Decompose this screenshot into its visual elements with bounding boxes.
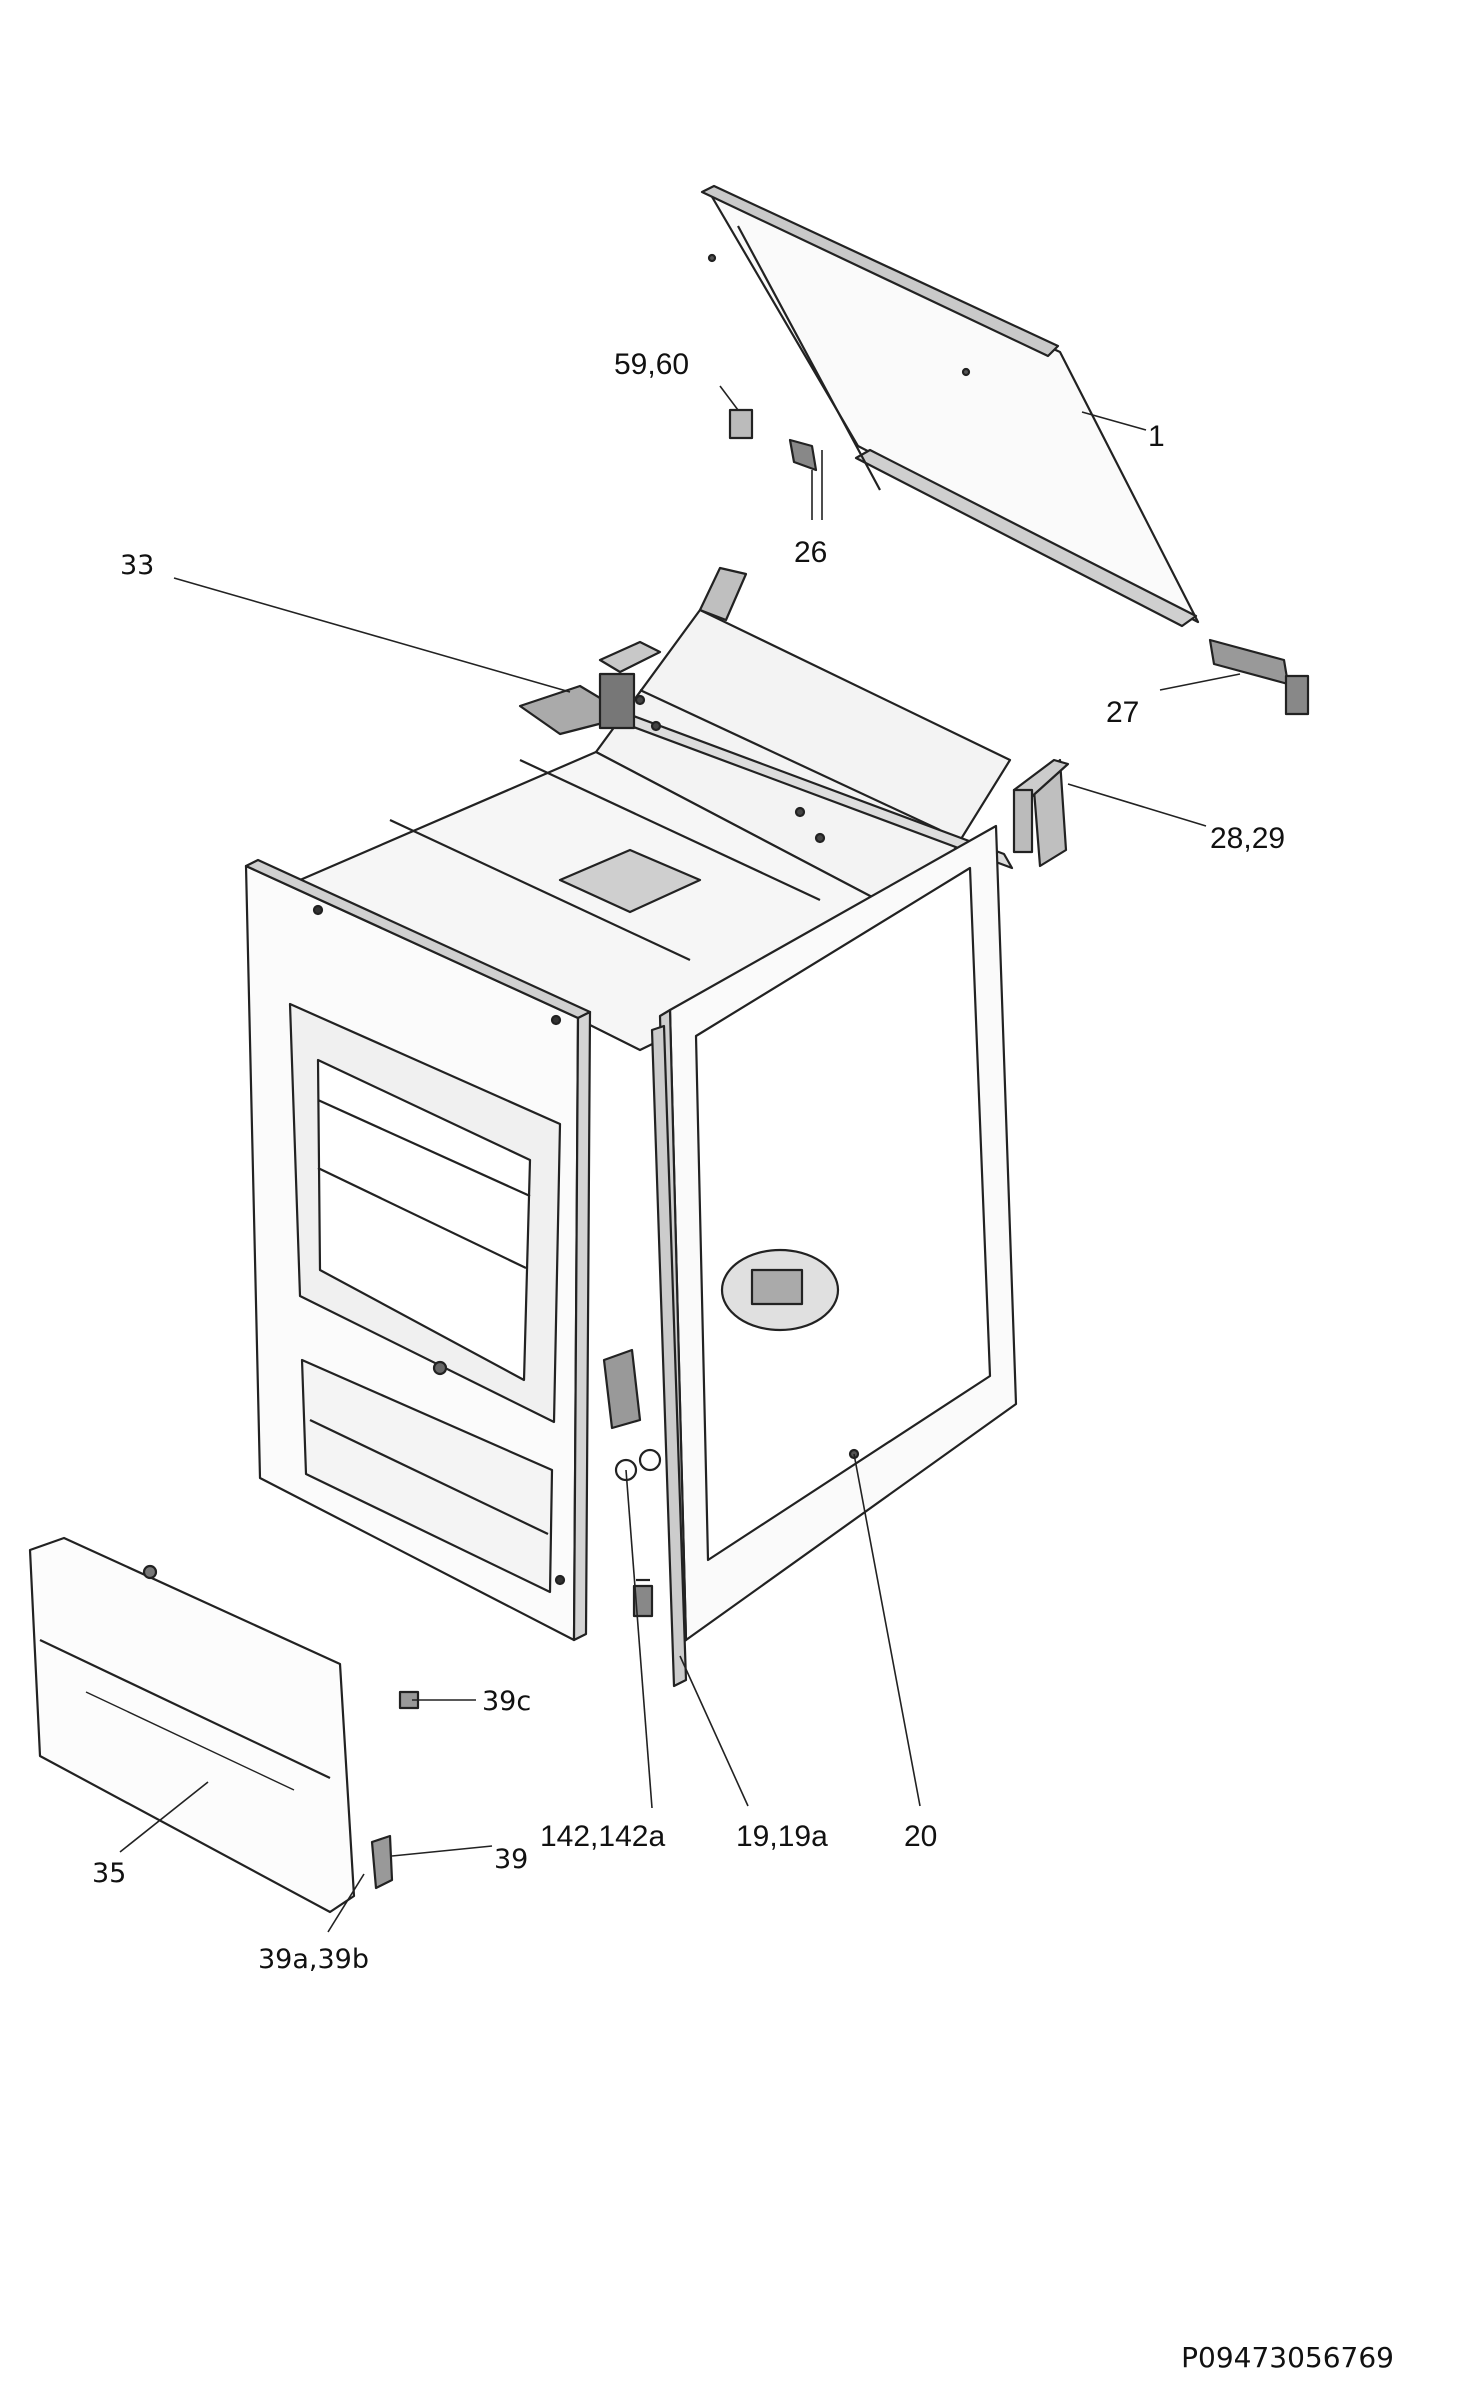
support-rail-142 [602, 1348, 662, 1618]
label-part-39a-39b: 39a,39b [258, 1944, 369, 1975]
label-part-19-19a: 19,19a [736, 1820, 828, 1853]
label-part-20: 20 [904, 1820, 937, 1853]
part-33-hinge [518, 672, 636, 736]
label-part-27: 27 [1106, 696, 1139, 729]
label-part-59-60: 59,60 [614, 348, 689, 381]
drawer-front [28, 1536, 356, 1914]
leader-lines [119, 385, 1241, 1933]
reference-code: P09473056769 [1181, 2341, 1394, 2374]
top-cover-plate [700, 184, 1200, 628]
label-part-1: 1 [1148, 420, 1165, 453]
label-part-28-29: 28,29 [1210, 822, 1285, 855]
label-part-35: 35 [92, 1858, 126, 1889]
part-39-bracket [370, 1834, 394, 1890]
label-part-39: 39 [494, 1844, 528, 1875]
callout-labels: 1 59,60 26 33 27 28,29 39c 39 35 39a,39b… [92, 348, 1285, 1975]
label-part-26: 26 [794, 536, 827, 569]
front-frame [244, 858, 592, 1642]
label-part-39c: 39c [482, 1686, 531, 1717]
part-59-60-clip [728, 408, 754, 440]
side-trim-strip [650, 1024, 688, 1688]
part-26-rail [788, 438, 823, 520]
label-part-33: 33 [120, 550, 154, 581]
part-27-bracket [1208, 638, 1310, 716]
part-28-29-bracket [1012, 758, 1070, 854]
label-part-142-142a: 142,142a [540, 1820, 665, 1853]
